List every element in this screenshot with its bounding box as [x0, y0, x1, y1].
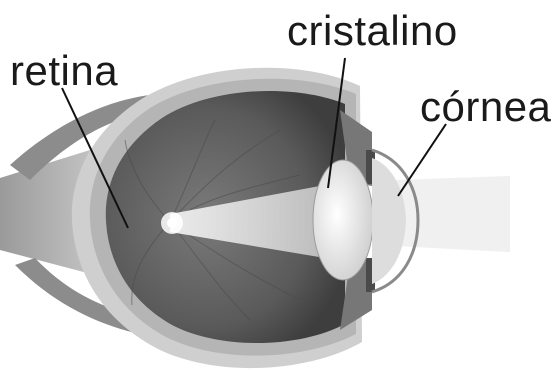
label-retina: retina	[10, 50, 118, 92]
label-lens: cristalino	[287, 10, 458, 52]
anterior-chamber	[372, 158, 406, 284]
label-cornea: córnea	[420, 86, 551, 128]
crystalline-lens	[313, 160, 373, 280]
